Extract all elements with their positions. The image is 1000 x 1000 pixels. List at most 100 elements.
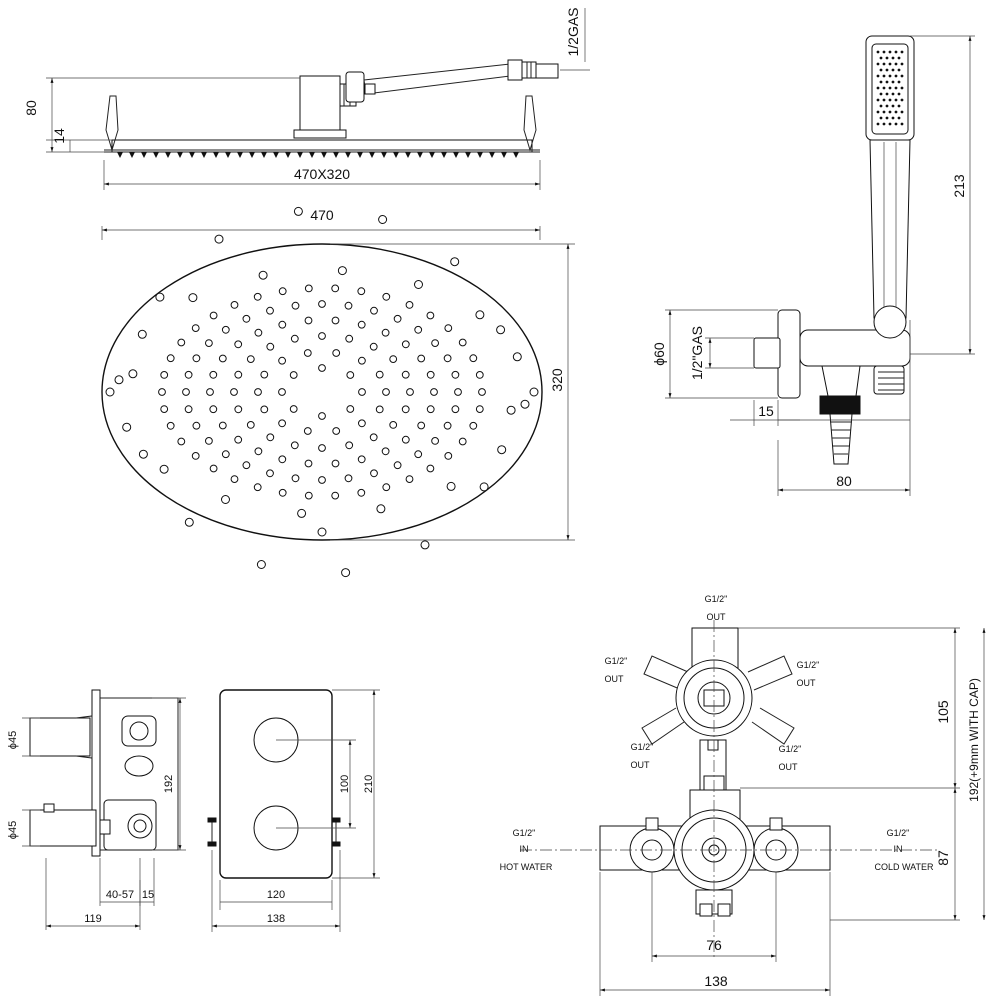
nozzle-icon — [426, 405, 435, 414]
spray-hole-icon — [900, 74, 904, 78]
nozzle-icon — [506, 405, 516, 415]
nozzle-icon — [230, 475, 239, 484]
nozzle-icon — [375, 370, 384, 379]
nozzle-icon — [479, 482, 489, 492]
nozzle-icon — [254, 388, 262, 396]
nozzle-icon — [249, 152, 255, 158]
dim-d2: ϕ45 — [7, 821, 19, 839]
nozzle-icon — [454, 388, 462, 396]
spray-hole-icon — [894, 122, 898, 126]
spray-dots — [876, 50, 904, 126]
spray-hole-icon — [888, 50, 892, 54]
nozzle-icon — [117, 152, 123, 158]
nozzle-icon — [230, 301, 239, 309]
nozzle-icon — [221, 495, 230, 504]
nozzle-icon — [246, 355, 255, 364]
nozzle-icon — [303, 349, 312, 357]
nozzle-icon — [341, 568, 351, 578]
nozzle-icon — [357, 488, 366, 497]
spray-hole-icon — [891, 80, 895, 84]
nozzle-icon — [237, 152, 243, 158]
nozzle-icon — [153, 152, 159, 158]
spray-hole-icon — [900, 98, 904, 102]
dim-thickness: 14 — [51, 128, 67, 144]
nozzle-icon — [297, 508, 307, 518]
nozzle-icon — [406, 388, 414, 396]
spray-hole-icon — [882, 86, 886, 90]
nozzle-icon — [344, 301, 353, 310]
spray-hole-icon — [894, 74, 898, 78]
nozzle-icon — [337, 266, 347, 276]
spray-hole-icon — [894, 86, 898, 90]
nozzle-icon — [389, 421, 398, 429]
nozzle-icon — [370, 469, 378, 478]
nozzle-icon — [165, 152, 171, 158]
screw-icon — [317, 527, 327, 537]
nozzle-icon — [513, 152, 519, 158]
dim-inner-width: 120 — [267, 889, 285, 901]
nozzle-icon — [382, 483, 391, 492]
spray-hole-icon — [888, 110, 892, 114]
nozzle-icon — [166, 354, 175, 363]
nozzle-icon — [234, 370, 243, 379]
nozzle-icon — [417, 354, 426, 363]
nozzle-icon — [331, 459, 340, 468]
nozzle-icon — [345, 334, 354, 343]
nozzle-icon — [260, 405, 269, 414]
label-right-upper-thread: G1/2" — [797, 660, 820, 670]
spray-hole-icon — [900, 86, 904, 90]
nozzle-icon — [318, 332, 326, 340]
nozzle-icon — [414, 280, 423, 289]
spray-hole-icon — [894, 50, 898, 54]
nozzle-icon — [141, 152, 147, 158]
nozzle-icon — [304, 284, 313, 293]
nozzle-icon — [501, 152, 507, 158]
nozzle-icon — [357, 455, 366, 464]
nozzle-icon — [258, 270, 268, 280]
nozzle-icon — [331, 316, 340, 325]
dim-plate-width: 138 — [267, 913, 285, 925]
nozzle-icon — [389, 355, 398, 364]
nozzle-icon — [188, 293, 198, 303]
nozzle-icon — [382, 388, 390, 396]
nozzle-icon — [401, 435, 410, 444]
spray-hole-icon — [888, 122, 892, 126]
label-right-lower-thread: G1/2" — [779, 744, 802, 754]
nozzle-icon — [375, 405, 384, 414]
dim-height: 80 — [23, 100, 39, 116]
spray-hole-icon — [876, 62, 880, 66]
spray-hole-icon — [882, 98, 886, 102]
spray-hole-icon — [891, 68, 895, 72]
nozzle-icon — [369, 152, 375, 158]
nozzle-icon — [318, 476, 326, 484]
nozzle-icon — [138, 449, 148, 459]
nozzle-icon — [278, 388, 286, 396]
nozzle-icon — [290, 441, 299, 450]
spray-hole-icon — [876, 50, 880, 54]
nozzle-icon — [331, 491, 340, 500]
nozzle-icon — [184, 517, 194, 527]
spray-hole-icon — [882, 50, 886, 54]
nozzle-icon — [184, 405, 193, 414]
label-left-upper-thread: G1/2" — [605, 656, 628, 666]
nozzle-icon — [478, 388, 486, 396]
nozzle-icon — [417, 421, 426, 430]
dim-d1: ϕ45 — [7, 731, 19, 749]
label-left-lower-out: OUT — [631, 760, 651, 770]
nozzle-icon — [426, 370, 435, 379]
nozzle-icon — [209, 311, 218, 320]
nozzle-icon — [441, 152, 447, 158]
nozzle-icon — [369, 433, 378, 442]
spray-hole-icon — [891, 92, 895, 96]
nozzle-icon — [358, 388, 366, 396]
nozzle-icon — [346, 371, 355, 379]
nozzle-icon — [489, 152, 495, 158]
nozzle-icon — [401, 405, 410, 414]
nozzle-icon — [182, 388, 190, 396]
spray-hole-icon — [882, 62, 886, 66]
nozzle-icon — [405, 475, 414, 484]
dim-plate-height: 210 — [363, 775, 375, 793]
nozzle-icon — [332, 349, 341, 357]
spray-hole-icon — [876, 122, 880, 126]
dim-width: 80 — [836, 473, 852, 489]
